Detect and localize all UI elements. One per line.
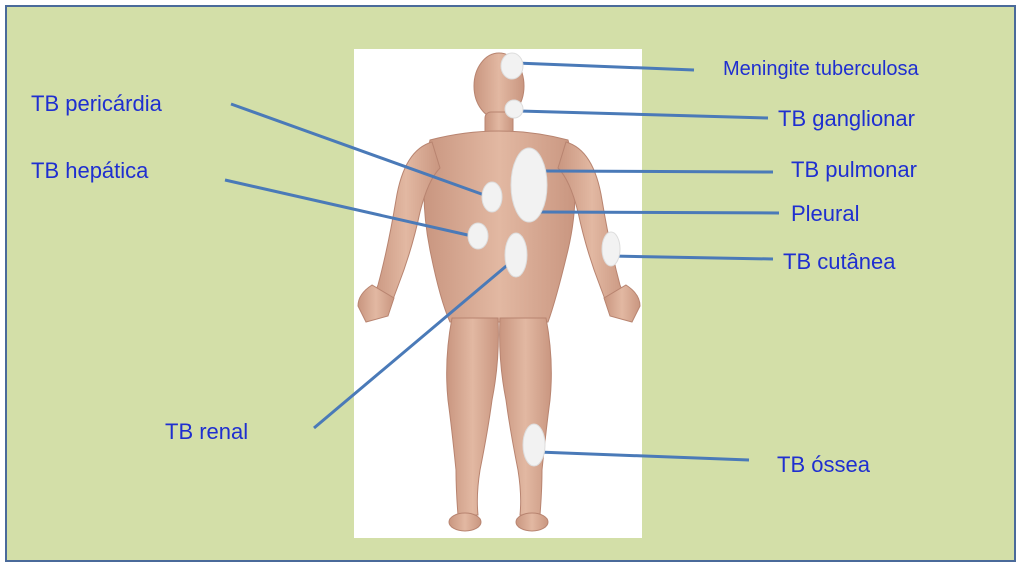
torso [424, 131, 575, 322]
marker-renal [505, 233, 527, 277]
marker-hepatica [468, 223, 488, 249]
left-foot [449, 513, 481, 531]
label-tb-hepatica: TB hepática [31, 160, 148, 182]
marker-pulmonar [511, 148, 547, 222]
label-tb-ossea: TB óssea [777, 454, 870, 476]
label-pleural: Pleural [791, 203, 859, 225]
label-tb-renal: TB renal [165, 421, 248, 443]
label-meningite-tuberculosa: Meningite tuberculosa [723, 59, 919, 79]
marker-cutanea [602, 232, 620, 266]
label-tb-ganglionar: TB ganglionar [778, 108, 915, 130]
marker-ossea [523, 424, 545, 466]
label-tb-cutanea: TB cutânea [783, 251, 896, 273]
marker-meningite [501, 53, 523, 79]
label-tb-pulmonar: TB pulmonar [791, 159, 917, 181]
leader-line-pulmonar [546, 171, 773, 172]
marker-ganglionar [505, 100, 523, 118]
label-tb-pericardia: TB pericárdia [31, 93, 162, 115]
leader-line-pleural [541, 212, 779, 213]
marker-pericardia [482, 182, 502, 212]
right-foot [516, 513, 548, 531]
